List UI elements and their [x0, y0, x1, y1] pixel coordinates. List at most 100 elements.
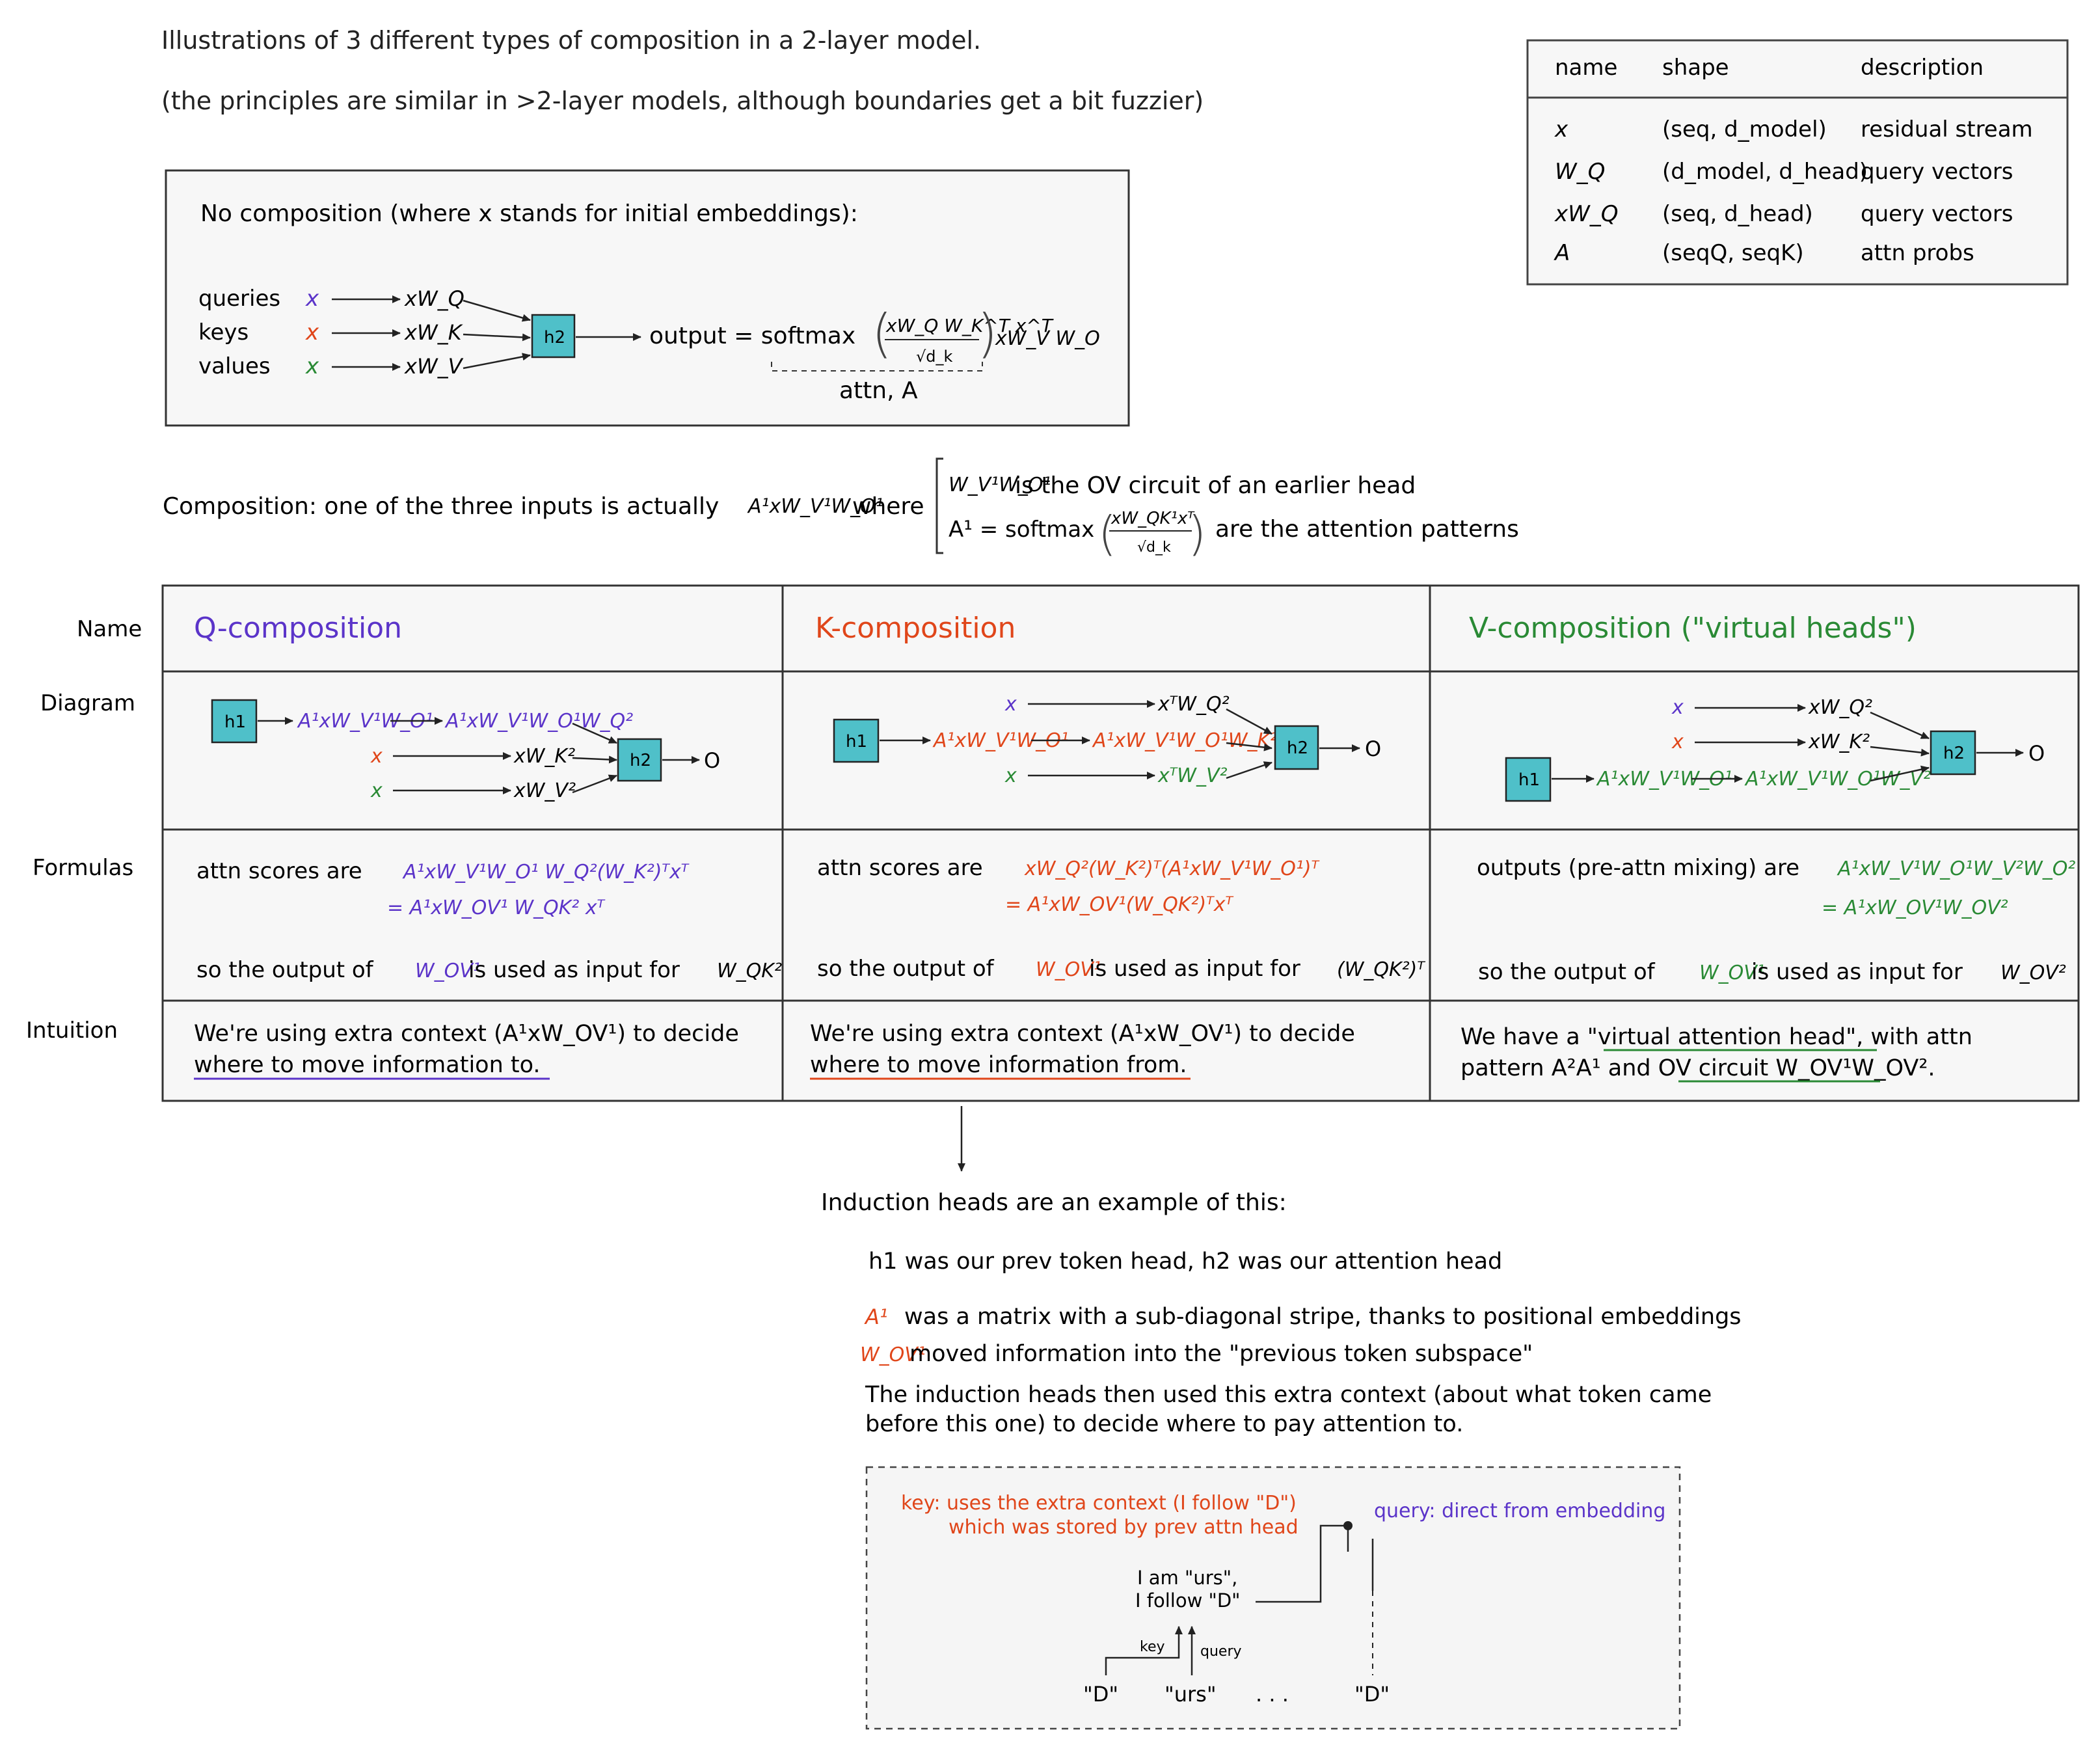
v-intuition-1: We have a "virtual attention head", with… [1461, 1024, 1972, 1050]
v-node-4: A¹xW_V¹W_O¹W_V² [1744, 768, 1931, 790]
k-formula-mid-3: W_OV¹ [1036, 958, 1101, 981]
attn-pattern-numer: xW_QK¹xᵀ [1111, 509, 1195, 528]
page-subtitle: (the principles are similar in >2-layer … [161, 87, 1204, 115]
token-d-1: "D" [1083, 1682, 1118, 1707]
var-x-keys: x [1671, 731, 1684, 753]
k-formula-end-3: (W_QK²)ᵀ [1337, 958, 1425, 981]
legend-header-shape: shape [1662, 55, 1729, 81]
q-diagram: h1 A¹xW_V¹W_O¹ A¹xW_V¹W_O¹W_Q² x xW_K² x… [211, 699, 720, 802]
q-formula-tail-3: is used as input for [468, 957, 680, 983]
composition-expr: A¹xW_V¹W_O¹ [747, 495, 883, 518]
key-note-2: which was stored by prev attn head [949, 1516, 1299, 1539]
formula-denominator: √d_k [916, 347, 953, 366]
var-x-queries: x [1671, 696, 1684, 719]
v-node-2: xW_K² [1808, 731, 1870, 753]
var-x-keys: x [370, 745, 383, 768]
head-h2-label: h2 [630, 751, 651, 770]
arrow [463, 299, 531, 322]
junction-dot [1343, 1521, 1353, 1530]
attn-brace [771, 362, 983, 371]
composition-where: where [852, 493, 924, 520]
row-label-diagram: Diagram [40, 690, 135, 716]
k-intuition-2: where to move information from. [810, 1052, 1187, 1078]
head-h1-box [833, 718, 880, 763]
row-label-intuition: Intuition [26, 1018, 118, 1044]
v-formula-tail-3: is used as input for [1751, 959, 1963, 985]
var-x-queries: x [305, 286, 319, 312]
induction-line-1: h1 was our prev token head, h2 was our a… [868, 1249, 1502, 1275]
arrow [1226, 761, 1272, 779]
induction-line-2: was a matrix with a sub-diagonal stripe,… [904, 1304, 1742, 1330]
q-formula-expr: A¹xW_V¹W_O¹ W_Q²(W_K²)ᵀxᵀ [402, 861, 690, 884]
head-h2-label: h2 [544, 328, 565, 347]
arrow [572, 722, 617, 744]
k-formula-expr-2: = A¹xW_OV¹(W_QK²)ᵀxᵀ [1005, 893, 1233, 916]
key-connector [1256, 1524, 1349, 1603]
head-h2-box [617, 738, 662, 782]
token-urs: "urs" [1164, 1682, 1217, 1707]
output-node: O [2028, 741, 2045, 766]
v-formula-lead: outputs (pre-attn mixing) are [1477, 855, 1799, 881]
var-x-values: x [370, 779, 383, 802]
arrow [463, 333, 531, 342]
arrow [572, 774, 617, 794]
input-label-queries: queries [198, 286, 280, 312]
v-intuition-2: pattern A²A¹ and OV circuit W_OV¹W_OV². [1461, 1055, 1935, 1081]
head-h2-box [1930, 730, 1976, 776]
legend-row-shape: (d_model, d_head) [1662, 159, 1868, 185]
paren-left: ( [872, 303, 892, 364]
head-h1-label: h1 [1518, 770, 1540, 790]
wk-node: xW_K [404, 320, 464, 345]
v-formula-end-3: W_OV² [2000, 962, 2066, 984]
query-label: query [1200, 1643, 1242, 1660]
induction-line-2-expr: A¹ [864, 1304, 888, 1329]
paren-right: ) [1188, 506, 1206, 561]
legend-table: name shape description x (seq, d_model) … [1526, 39, 2069, 286]
q-formula-lead: attn scores are [196, 858, 362, 884]
head-h2-label: h2 [1287, 738, 1308, 758]
q-node-4: xW_V² [513, 779, 576, 802]
k-node-4: xᵀW_V² [1157, 764, 1228, 787]
v-formula-expr: A¹xW_V¹W_O¹W_V²W_O² [1837, 858, 2075, 880]
induction-line-5: before this one) to decide where to pay … [865, 1411, 1463, 1437]
head-h1-box [1505, 757, 1552, 802]
legend-row-desc: query vectors [1861, 201, 2013, 227]
attn-pattern-denom: √d_k [1137, 539, 1171, 556]
head-h1-label: h1 [224, 712, 246, 732]
k-node-1: xᵀW_Q² [1157, 693, 1230, 716]
q-intuition-1: We're using extra context (A¹xW_OV¹) to … [194, 1021, 739, 1047]
arrow [463, 353, 531, 370]
row-label-name: Name [77, 616, 142, 642]
page-title: Illustrations of 3 different types of co… [161, 26, 981, 55]
induction-title: Induction heads are an example of this: [821, 1189, 1287, 1216]
induction-section: Induction heads are an example of this: … [821, 1189, 1742, 1730]
q-formula-end-3: W_QK² [717, 960, 782, 982]
head-h2-box [1274, 725, 1319, 770]
token-label-2: I follow "D" [1135, 1589, 1241, 1612]
induction-line-4: The induction heads then used this extra… [865, 1382, 1712, 1408]
composition-definition: Composition: one of the three inputs is … [163, 457, 1519, 561]
bracket [936, 457, 943, 554]
induction-line-3: moved information into the "previous tok… [909, 1341, 1533, 1367]
example-box [865, 1466, 1681, 1730]
var-x-values: x [1004, 764, 1017, 787]
arrow [1226, 742, 1272, 751]
attn-pattern-text: are the attention patterns [1215, 516, 1519, 543]
induction-line-3-expr: W_OV¹ [860, 1344, 926, 1366]
k-diagram: x xᵀW_Q² h1 A¹xW_V¹W_O¹ A¹xW_V¹W_O¹W_K² … [833, 693, 1381, 787]
head-h2-label: h2 [1943, 744, 1965, 763]
no-composition-panel: No composition (where x stands for initi… [165, 169, 1130, 427]
q-intuition-2: where to move information to. [194, 1052, 541, 1078]
attn-pattern-expr: A¹ = softmax [949, 517, 1094, 543]
no-composition-title: No composition (where x stands for initi… [200, 200, 858, 227]
head-h1-box [211, 699, 258, 744]
column-title-v: V-composition ("virtual heads") [1469, 612, 1917, 645]
column-title-k: K-composition [815, 612, 1016, 645]
k-formula-lead: attn scores are [817, 855, 983, 881]
composition-table: Name Diagram Formulas Intuition Q-compos… [26, 584, 2080, 1102]
var-x-keys: x [305, 319, 319, 345]
q-formula-lead-3: so the output of [196, 957, 374, 983]
key-note-1: key: uses the extra context (I follow "D… [901, 1492, 1297, 1515]
var-x-values: x [305, 353, 319, 379]
